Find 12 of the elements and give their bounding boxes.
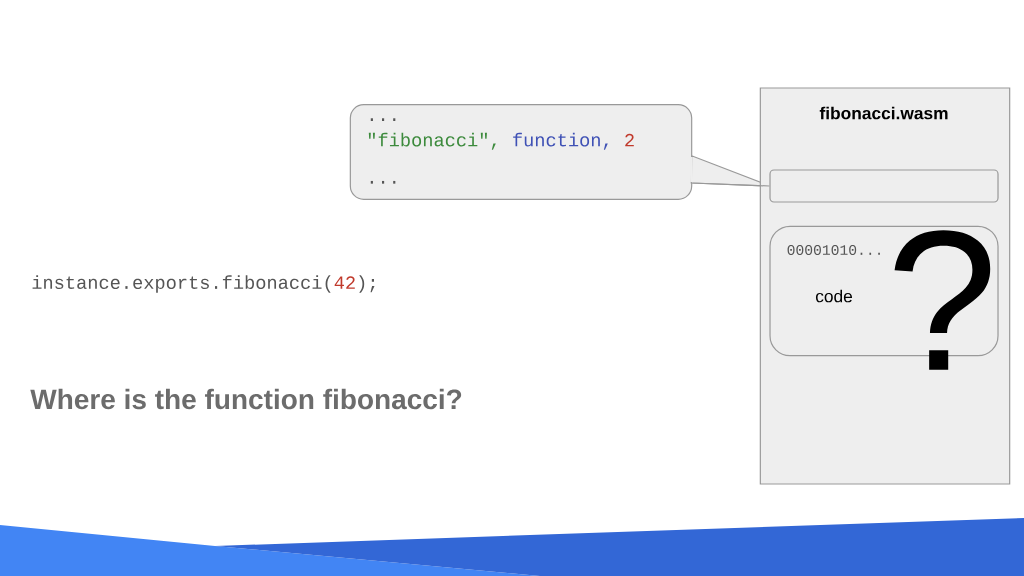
- node-label: "fibonacci",: [368, 132, 496, 150]
- node-label: 2: [625, 133, 634, 147]
- heading: Where is the function fibonacci?: [30, 388, 462, 410]
- binary-text: 00001010...: [787, 245, 880, 255]
- node-label: function,: [513, 132, 608, 150]
- file-name: fibonacci.wasm: [819, 106, 948, 120]
- question-mark: ?: [894, 230, 991, 370]
- node-label: ...: [370, 180, 396, 184]
- section-label: code: [815, 289, 852, 303]
- code-snippet: ... "fibonacci", function, 2 ...: [368, 118, 634, 184]
- code-line: instance.exports.fibonacci( 42 );: [32, 275, 375, 293]
- node-label: ...: [370, 118, 396, 121]
